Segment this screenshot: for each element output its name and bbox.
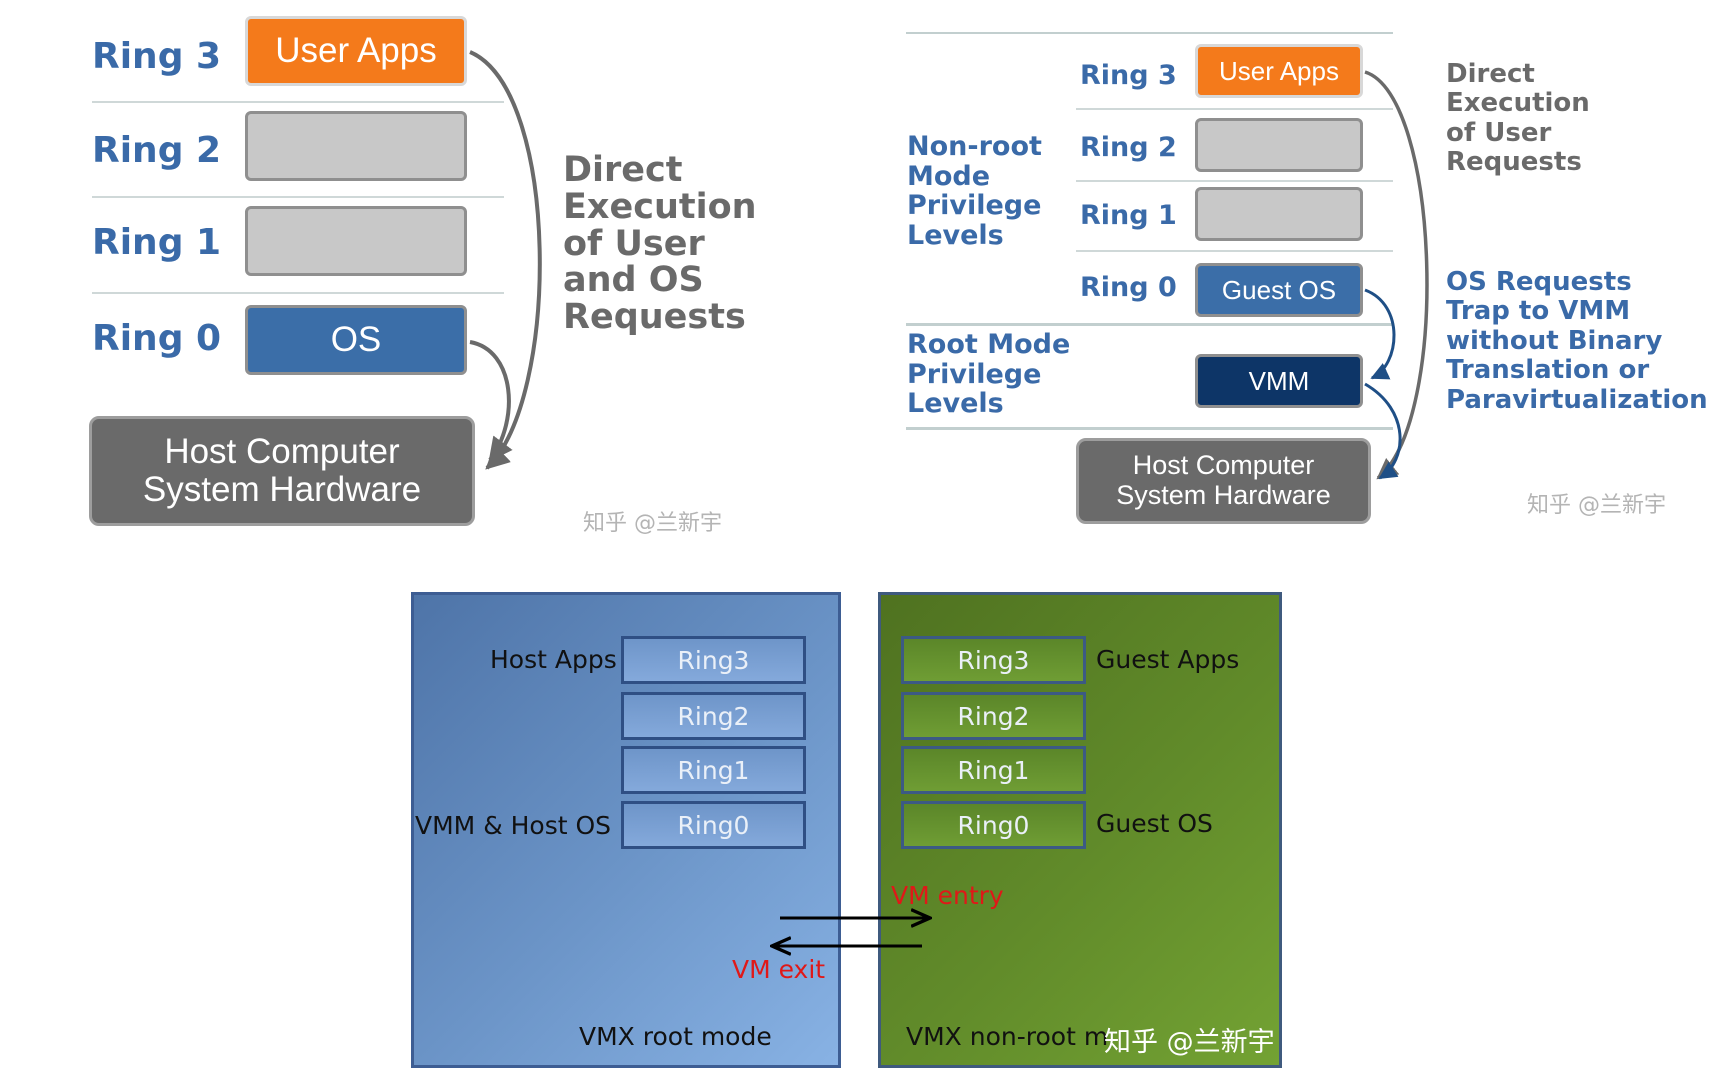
nonroot-ring1: Ring1 [901, 746, 1086, 794]
vmx-root-mode-label: VMX root mode [579, 1022, 772, 1051]
guest-os-box: Guest OS [1195, 263, 1363, 317]
ring-separator [92, 101, 504, 103]
vmm-host-os-label: VMM & Host OS [415, 811, 612, 840]
ring-separator [1076, 108, 1393, 110]
hardware-line-1: Host Computer [164, 431, 400, 471]
root-ring0: Ring0 [621, 801, 806, 849]
os-requests-annotation: OS Requests Trap to VMM without Binary T… [1446, 267, 1708, 415]
mode-separator [906, 427, 1393, 430]
vmm-box: VMM [1195, 354, 1363, 408]
ring-0-label: Ring 0 [92, 318, 222, 359]
vm-exit-label: VM exit [732, 955, 826, 984]
ring-separator [1076, 250, 1393, 252]
ring-2-label: Ring 2 [92, 130, 222, 171]
root-ring3: Ring3 [621, 636, 806, 684]
host-hardware-box: Host Computer System Hardware [89, 416, 475, 526]
nonroot-ring2: Ring2 [901, 692, 1086, 740]
user-apps-box: User Apps [245, 16, 467, 86]
ring-separator [1076, 180, 1393, 182]
ring-1-label: Ring 1 [92, 222, 222, 263]
ring-1-box [1195, 187, 1363, 241]
hardware-line-2: System Hardware [1116, 480, 1331, 510]
watermark: 知乎 @兰新宇 [583, 511, 722, 536]
guest-apps-label: Guest Apps [1096, 645, 1240, 674]
root-mode-label: Root Mode Privilege Levels [907, 329, 1071, 420]
root-ring2: Ring2 [621, 692, 806, 740]
ring-1-label: Ring 1 [1080, 200, 1177, 231]
host-apps-label: Host Apps [490, 645, 617, 674]
ring-3-label: Ring 3 [1080, 60, 1177, 91]
vmm-to-hardware-arrow [1364, 382, 1402, 480]
ring-2-box [245, 111, 467, 181]
nonroot-ring0: Ring0 [901, 801, 1086, 849]
vmx-nonroot-mode-label: VMX non-root m [906, 1022, 1109, 1051]
watermark: 知乎 @兰新宇 [1104, 1027, 1275, 1058]
top-rule [906, 32, 1393, 34]
ring-separator [92, 196, 504, 198]
ring-separator [92, 292, 504, 294]
ring-2-label: Ring 2 [1080, 132, 1177, 163]
ring-0-label: Ring 0 [1080, 272, 1177, 303]
direct-execution-annotation: Direct Execution of User Requests [1446, 59, 1590, 178]
guest-os-to-vmm-arrow [1364, 288, 1396, 380]
os-to-hardware-arrow [469, 340, 513, 462]
user-apps-box: User Apps [1195, 44, 1363, 98]
host-hardware-box: Host Computer System Hardware [1076, 438, 1371, 524]
ring-3-label: Ring 3 [92, 36, 222, 77]
ring-2-box [1195, 118, 1363, 172]
mode-separator [906, 323, 1393, 326]
direct-execution-annotation: Direct Execution of User and OS Requests [563, 150, 757, 337]
os-box: OS [245, 305, 467, 375]
user-apps-to-hardware-arrow [469, 50, 542, 470]
vm-entry-label: VM entry [891, 881, 1004, 910]
watermark: 知乎 @兰新宇 [1527, 493, 1666, 518]
nonroot-mode-label: Non-root Mode Privilege Levels [907, 131, 1042, 252]
hardware-line-1: Host Computer [1132, 450, 1315, 481]
nonroot-ring3: Ring3 [901, 636, 1086, 684]
hardware-line-2: System Hardware [142, 470, 422, 509]
user-apps-to-hardware-arrow [1364, 70, 1429, 480]
root-ring1: Ring1 [621, 746, 806, 794]
guest-os-label: Guest OS [1096, 809, 1213, 838]
ring-1-box [245, 206, 467, 276]
